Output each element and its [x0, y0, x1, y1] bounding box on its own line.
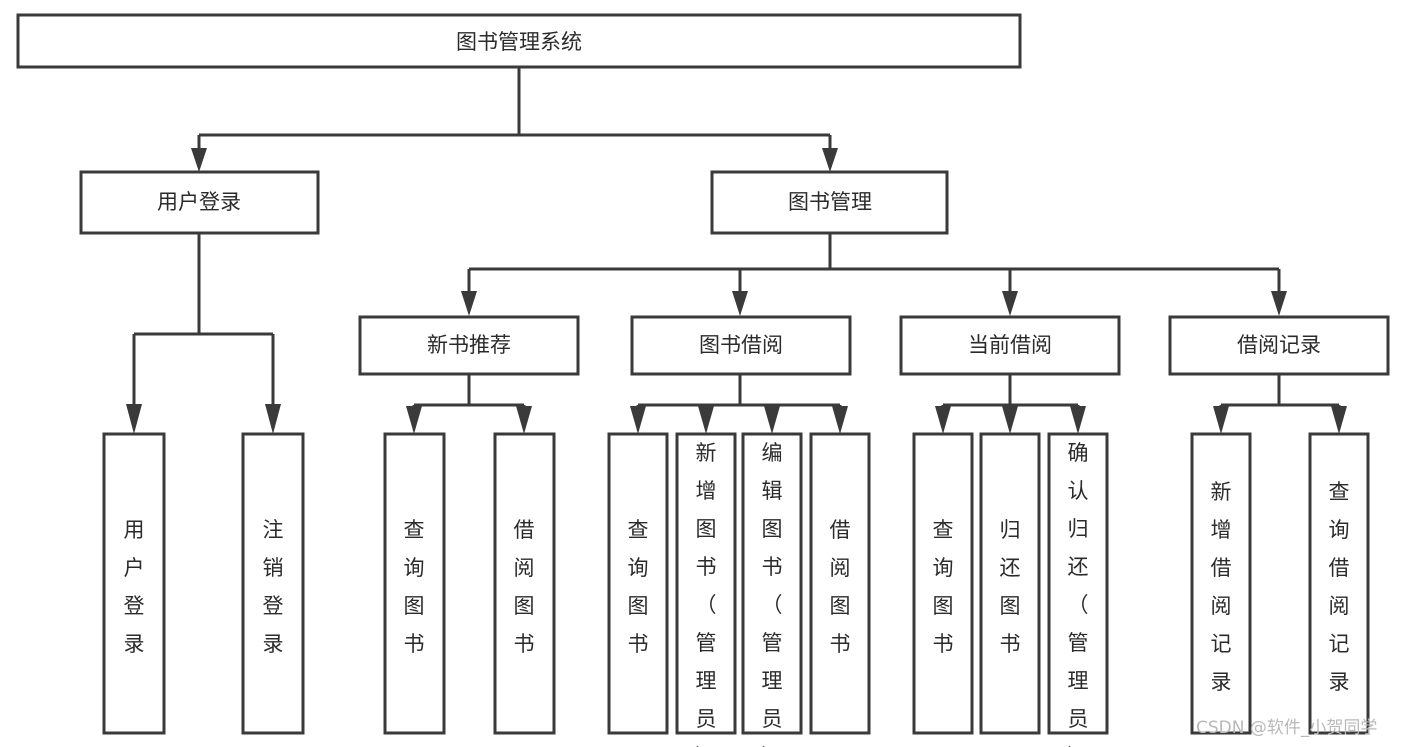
- node-book-manage[interactable]: 图书管理: [710, 170, 949, 235]
- node-book-borrow[interactable]: 图书借阅: [630, 315, 852, 376]
- leaf-query-book-2-label: 查询图书: [628, 518, 649, 656]
- leaf-edit-book-rect[interactable]: [741, 432, 803, 735]
- leaf-edit-book-label: 编辑图书（管理员）: [762, 441, 783, 747]
- leaf-logout[interactable]: 注销登录: [241, 432, 305, 735]
- node-root-rect[interactable]: [16, 13, 1022, 69]
- arrowhead-book-manage: [822, 148, 838, 172]
- node-book-borrow-label: 图书借阅: [699, 333, 783, 357]
- leaf-query-book-1-rect[interactable]: [383, 432, 446, 735]
- node-new-book-recommend[interactable]: 新书推荐: [358, 315, 580, 376]
- arrowhead-rcd-leaf-2: [1331, 406, 1347, 434]
- leaf-user-login-rect[interactable]: [102, 432, 166, 735]
- leaf-query-book-3[interactable]: 查询图书: [912, 432, 974, 735]
- arrowhead-cur-leaf-2: [1002, 406, 1018, 434]
- leaf-borrow-book-1-rect[interactable]: [493, 432, 556, 735]
- leaf-query-book-3-label: 查询图书: [933, 518, 954, 656]
- arrowhead-bor-leaf-4: [832, 406, 848, 434]
- leaf-user-login[interactable]: 用户登录: [102, 432, 166, 735]
- leaf-borrow-book-1[interactable]: 借阅图书: [493, 432, 556, 735]
- node-book-manage-rect[interactable]: [710, 170, 949, 235]
- leaf-add-record[interactable]: 新增借阅记录: [1190, 432, 1252, 735]
- leaf-query-book-2[interactable]: 查询图书: [607, 432, 669, 735]
- leaf-query-record-label: 查询借阅记录: [1329, 480, 1350, 694]
- leaf-return-book[interactable]: 归还图书: [979, 432, 1041, 735]
- leaf-borrow-book-1-label: 借阅图书: [514, 518, 535, 656]
- arrowhead-borrow: [732, 291, 748, 316]
- arrowhead-rec-leaf-2: [516, 406, 532, 434]
- node-current-borrow-label: 当前借阅: [968, 333, 1052, 357]
- node-root[interactable]: 图书管理系统: [16, 13, 1022, 69]
- leaf-confirm-return-rect[interactable]: [1047, 432, 1109, 735]
- leaf-borrow-book-2-label: 借阅图书: [830, 518, 851, 656]
- arrowhead-ul-leaf-2: [265, 404, 281, 434]
- leaf-add-book-rect[interactable]: [675, 432, 737, 735]
- leaf-add-record-rect[interactable]: [1190, 432, 1252, 735]
- arrowhead-ul-leaf-1: [126, 404, 142, 434]
- arrowhead-bor-leaf-2: [698, 406, 714, 434]
- leaf-query-book-3-rect[interactable]: [912, 432, 974, 735]
- leaf-confirm-return-label: 确认归还（管理员）: [1068, 441, 1089, 747]
- leaf-logout-label: 注销登录: [263, 518, 284, 656]
- node-borrow-record-label: 借阅记录: [1237, 333, 1321, 357]
- leaf-borrow-book-2[interactable]: 借阅图书: [809, 432, 871, 735]
- leaf-return-book-label: 归还图书: [1000, 518, 1021, 656]
- arrowhead-recommend: [461, 291, 477, 316]
- arrowhead-bor-leaf-1: [630, 406, 646, 434]
- arrowhead-rec-leaf-1: [406, 406, 422, 434]
- arrowhead-record: [1271, 291, 1287, 316]
- csdn-watermark: CSDN @软件_小贺同学: [1196, 718, 1377, 738]
- node-new-book-recommend-rect[interactable]: [358, 315, 580, 376]
- node-root-label: 图书管理系统: [456, 30, 582, 54]
- arrowhead-user-login: [191, 148, 207, 172]
- node-user-login-rect[interactable]: [79, 170, 320, 235]
- leaf-user-login-label: 用户登录: [124, 518, 145, 656]
- node-borrow-record-rect[interactable]: [1168, 315, 1390, 376]
- leaf-query-record[interactable]: 查询借阅记录: [1308, 432, 1370, 735]
- arrowhead-bor-leaf-3: [764, 406, 780, 434]
- node-borrow-record[interactable]: 借阅记录: [1168, 315, 1390, 376]
- leaf-logout-rect[interactable]: [241, 432, 305, 735]
- leaf-query-book-1-label: 查询图书: [404, 518, 425, 656]
- leaf-add-record-label: 新增借阅记录: [1211, 480, 1232, 694]
- leaf-return-book-rect[interactable]: [979, 432, 1041, 735]
- arrowhead-cur-leaf-1: [935, 406, 951, 434]
- connector-layer: [126, 67, 1347, 434]
- arrowhead-cur-leaf-3: [1070, 406, 1086, 434]
- node-user-login-label: 用户登录: [157, 190, 241, 214]
- leaf-query-book-2-rect[interactable]: [607, 432, 669, 735]
- node-user-login[interactable]: 用户登录: [79, 170, 320, 235]
- node-book-borrow-rect[interactable]: [630, 315, 852, 376]
- leaf-edit-book[interactable]: 编辑图书（管理员）: [741, 432, 803, 747]
- leaf-query-record-rect[interactable]: [1308, 432, 1370, 735]
- node-current-borrow-rect[interactable]: [899, 315, 1121, 376]
- leaf-borrow-book-2-rect[interactable]: [809, 432, 871, 735]
- node-current-borrow[interactable]: 当前借阅: [899, 315, 1121, 376]
- arrowhead-rcd-leaf-1: [1213, 406, 1229, 434]
- leaf-query-book-1[interactable]: 查询图书: [383, 432, 446, 735]
- node-new-book-recommend-label: 新书推荐: [427, 333, 511, 357]
- node-book-manage-label: 图书管理: [788, 190, 872, 214]
- leaf-confirm-return[interactable]: 确认归还（管理员）: [1047, 432, 1109, 747]
- leaf-add-book-label: 新增图书（管理员）: [696, 441, 717, 747]
- leaf-add-book[interactable]: 新增图书（管理员）: [675, 432, 737, 747]
- arrowhead-current: [1002, 291, 1018, 316]
